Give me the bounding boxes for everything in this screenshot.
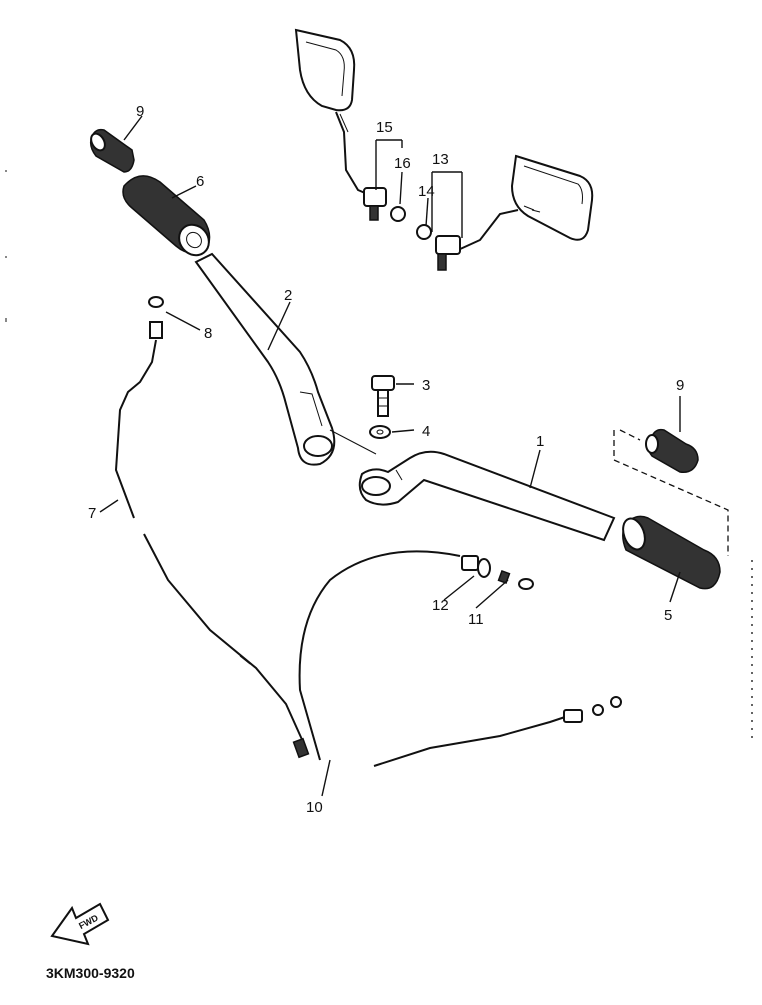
- callout-15: 15: [376, 119, 393, 136]
- callout-4: 4: [422, 423, 430, 440]
- callout-10: 10: [306, 799, 323, 816]
- callout-5: 5: [664, 607, 672, 624]
- handlebar-left: [194, 252, 336, 466]
- callout-1: 1: [536, 433, 544, 450]
- grip-right: [622, 515, 721, 590]
- callout-6: 6: [196, 173, 204, 190]
- callout-11: 11: [468, 611, 484, 628]
- callout-2: 2: [284, 287, 292, 304]
- clutch-cable: [114, 296, 310, 759]
- grip-left: [122, 175, 211, 257]
- callout-7: 7: [88, 505, 96, 522]
- callout-12: 12: [432, 597, 449, 614]
- callout-13: 13: [432, 151, 449, 168]
- right-mirror: [416, 154, 594, 271]
- left-mirror: [294, 28, 406, 222]
- grip-end-right: [645, 428, 699, 473]
- diagram-code: 3KM300-9320: [46, 965, 135, 981]
- callout-8: 8: [204, 325, 212, 342]
- throttle-cable: [298, 550, 622, 767]
- callout-14: 14: [418, 183, 435, 200]
- callout-16: 16: [394, 155, 411, 172]
- bolt: [371, 375, 395, 417]
- callout-9-left: 9: [136, 103, 144, 120]
- handlebar-right: [358, 450, 616, 542]
- washer: [369, 425, 391, 439]
- callout-9-right: 9: [676, 377, 684, 394]
- forward-arrow-icon: FWD: [50, 902, 110, 946]
- grip-end-left: [89, 128, 135, 173]
- callout-3: 3: [422, 377, 430, 394]
